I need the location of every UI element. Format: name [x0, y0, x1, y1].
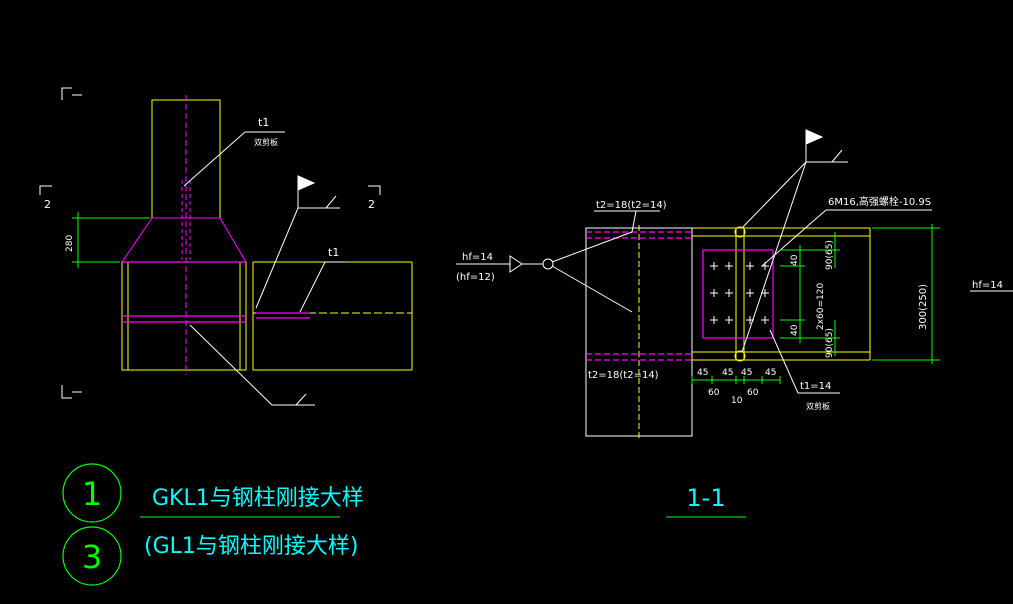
dim-40-top: 40 — [790, 254, 800, 266]
title-block: 1 3 GKL1与钢柱刚接大样 (GL1与钢柱刚接大样) 1-1 — [62, 463, 746, 586]
dim-45-c: 45 — [741, 368, 752, 378]
dim-45-a: 45 — [697, 368, 708, 378]
right-column-flanges — [586, 231, 692, 361]
dim-90-65-bottom: 90(65) — [825, 328, 835, 358]
weld-symbol-left — [456, 231, 633, 313]
beam — [252, 261, 413, 371]
bolt-spec-leader — [761, 209, 932, 267]
right-column — [585, 227, 693, 437]
section-corner-marks — [39, 87, 381, 399]
beam-bolts — [256, 312, 310, 319]
bolt-spec-text: 6M16,高强螺栓-10.9S — [828, 195, 931, 208]
bolt-group — [710, 262, 769, 324]
section-mark-left: 2 — [44, 198, 51, 211]
title-circle-3 — [62, 526, 122, 586]
left-detail: 2 2 — [39, 87, 413, 406]
scallop-bottom — [734, 350, 746, 362]
t2-top-leader — [631, 210, 637, 233]
title-1-text: GKL1与钢柱刚接大样 — [152, 486, 364, 511]
dim-300-250: 300(250) — [918, 284, 929, 330]
dim-60-b: 60 — [747, 388, 759, 398]
dims-vertical — [780, 224, 940, 364]
dim-280 — [72, 212, 150, 268]
weld-flag-left — [255, 175, 340, 309]
title-circle-1-text: 1 — [82, 475, 102, 513]
title-circle-1 — [62, 463, 122, 523]
scallop-top — [734, 226, 746, 238]
leader-t1-right — [299, 261, 345, 313]
t1-note-leader — [769, 329, 840, 394]
weld-flag-right — [741, 129, 848, 353]
title-circle-3-text: 3 — [82, 538, 102, 576]
t1-right-label: t1 — [328, 246, 339, 259]
shear-plate — [702, 249, 774, 339]
section-mark-right: 2 — [368, 198, 375, 211]
right-beam — [692, 227, 871, 361]
dim-10: 10 — [731, 396, 743, 406]
t2-top-label: t2=18(t2=14) — [596, 200, 667, 211]
dim-2x60: 2x60=120 — [816, 283, 826, 330]
dim-45-b: 45 — [722, 368, 733, 378]
dim-280-text: 280 — [65, 235, 75, 252]
t2-bottom-label: t2=18(t2=14) — [588, 370, 659, 381]
dims-horizontal — [691, 376, 781, 384]
leader-bottom — [189, 324, 315, 406]
section-label-text: 1-1 — [686, 484, 725, 512]
dim-90-65-top: 90(65) — [825, 240, 835, 270]
tapered-transition — [121, 217, 247, 263]
t1-top-note: 双剪板 — [254, 137, 278, 147]
t1-note-text: t1=14 — [800, 381, 831, 392]
weld-left-text-2: (hf=12) — [456, 272, 495, 283]
t1-top-label: t1 — [258, 116, 269, 129]
t1-note-text-2: 双剪板 — [806, 401, 830, 411]
weld-left-text-1: hf=14 — [462, 252, 493, 263]
right-detail: t2=18(t2=14) t2=18(t2=14) hf=14 (hf=12) — [456, 129, 1013, 440]
leader-t1-top — [183, 131, 285, 187]
dim-60-a: 60 — [708, 388, 720, 398]
stiffener-plates — [122, 261, 246, 323]
weld-right-text: hf=14 — [972, 280, 1003, 291]
dim-45-d: 45 — [765, 368, 776, 378]
title-3-text: (GL1与钢柱刚接大样) — [144, 534, 358, 559]
dim-40-bottom: 40 — [790, 324, 800, 336]
